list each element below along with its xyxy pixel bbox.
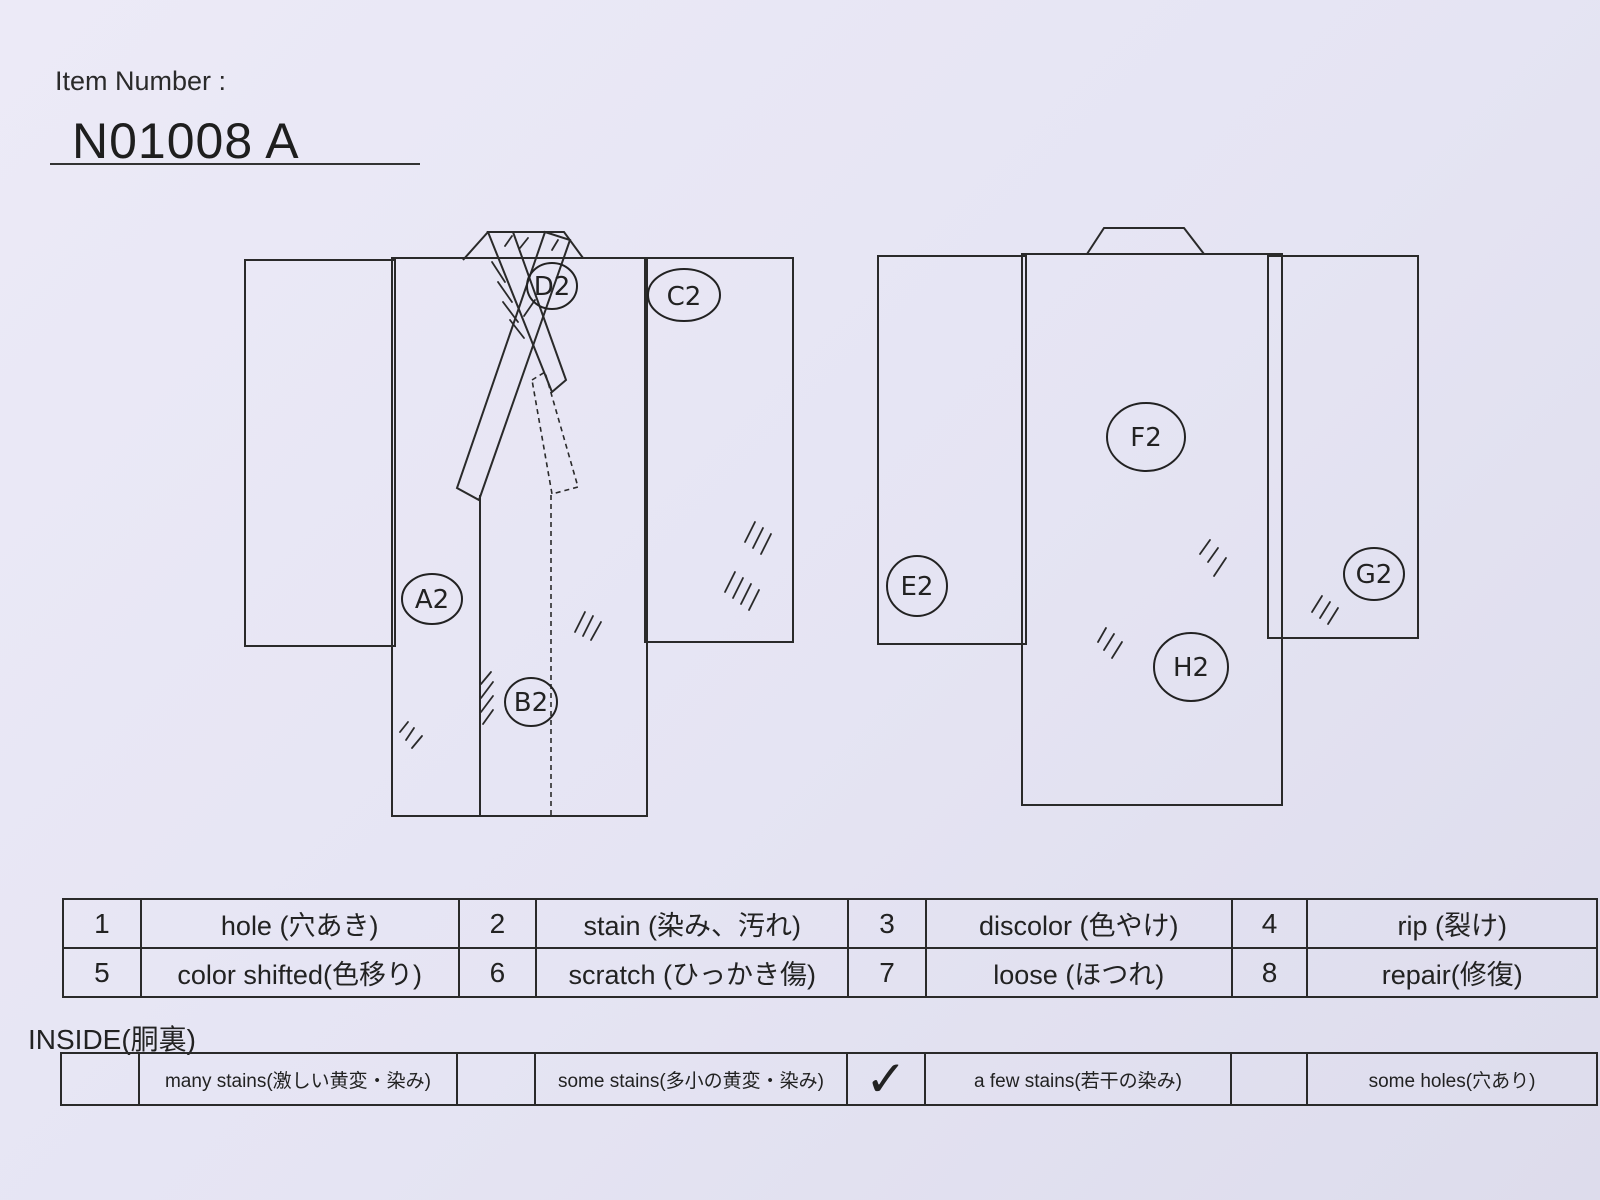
collar-right-band [455, 230, 572, 502]
damage-mark-b2: B2 [504, 677, 558, 727]
legend-label: rip (裂け) [1306, 898, 1598, 949]
legend-number: 4 [1230, 898, 1309, 949]
kimono-front-outline [244, 230, 794, 817]
inside-checkbox-many-stains[interactable] [60, 1052, 140, 1106]
legend-number: 7 [847, 947, 927, 998]
inside-option-label: some holes(穴あり) [1306, 1052, 1598, 1106]
damage-mark-a2-label: A2 [415, 585, 449, 615]
collar-left-band [486, 231, 568, 394]
inside-option-label: many stains(激しい黄変・染み) [138, 1052, 458, 1106]
kimono-back-outline [877, 227, 1419, 806]
check-mark-icon: ✓ [865, 1050, 907, 1108]
damage-mark-d2-label: D2 [534, 272, 571, 302]
damage-mark-d2: D2 [526, 262, 578, 310]
inside-lining-table: many stains(激しい黄変・染み) some stains(多小の黄変・… [60, 1052, 1598, 1106]
collar-top [462, 231, 584, 261]
damage-mark-c2-label: C2 [667, 282, 702, 312]
inside-lining-title: INSIDE(胴裏) [28, 1024, 197, 1055]
item-number-underline [50, 163, 420, 165]
inside-checkbox-some-stains[interactable] [456, 1052, 536, 1106]
damage-mark-f2: F2 [1106, 402, 1186, 472]
item-number-value: N01008 A [72, 113, 300, 169]
legend-label: color shifted(色移り) [139, 947, 460, 998]
legend-number: 6 [457, 947, 538, 998]
legend-number: 3 [847, 898, 927, 949]
back-collar [1086, 227, 1205, 255]
inside-row: many stains(激しい黄変・染み) some stains(多小の黄変・… [60, 1050, 1598, 1108]
damage-mark-h2-label: H2 [1173, 653, 1209, 683]
legend-number: 5 [62, 947, 142, 998]
legend-row: 1 hole (穴あき) 2 stain (染み、汚れ) 3 discolor … [62, 898, 1598, 949]
front-body [391, 257, 648, 817]
stain-hatching-marks [399, 521, 1339, 749]
damage-mark-f2-label: F2 [1130, 423, 1162, 453]
damage-mark-a2: A2 [401, 573, 463, 625]
back-body [1021, 253, 1283, 806]
front-right-sleeve [644, 257, 794, 643]
legend-number: 2 [457, 898, 538, 949]
damage-mark-c2: C2 [647, 268, 721, 322]
inside-checkbox-a-few-stains[interactable]: ✓ [846, 1050, 926, 1108]
item-number-label: Item Number : [55, 66, 227, 96]
legend-label: scratch (ひっかき傷) [535, 947, 850, 998]
legend-number: 8 [1230, 947, 1309, 998]
collar-stain-hatching [491, 235, 559, 339]
legend-label: hole (穴あき) [139, 898, 460, 949]
back-right-sleeve [1267, 255, 1419, 639]
front-left-sleeve [244, 259, 396, 647]
damage-legend-table: 1 hole (穴あき) 2 stain (染み、汚れ) 3 discolor … [62, 898, 1598, 998]
inside-option-label: a few stains(若干の染み) [924, 1052, 1232, 1106]
inside-checkbox-some-holes[interactable] [1230, 1052, 1308, 1106]
damage-mark-b2-label: B2 [514, 688, 548, 718]
damage-mark-h2: H2 [1153, 632, 1229, 702]
legend-label: stain (染み、汚れ) [535, 898, 850, 949]
legend-label: loose (ほつれ) [924, 947, 1233, 998]
legend-label: repair(修復) [1306, 947, 1598, 998]
collar-hidden-band [531, 370, 579, 495]
legend-number: 1 [62, 898, 142, 949]
inside-option-label: some stains(多小の黄変・染み) [534, 1052, 848, 1106]
damage-mark-g2: G2 [1343, 547, 1405, 601]
damage-mark-e2-label: E2 [901, 572, 934, 602]
back-left-sleeve [877, 255, 1027, 645]
legend-row: 5 color shifted(色移り) 6 scratch (ひっかき傷) 7… [62, 947, 1598, 998]
damage-mark-g2-label: G2 [1356, 560, 1393, 590]
legend-label: discolor (色やけ) [924, 898, 1233, 949]
damage-mark-e2: E2 [886, 555, 948, 617]
